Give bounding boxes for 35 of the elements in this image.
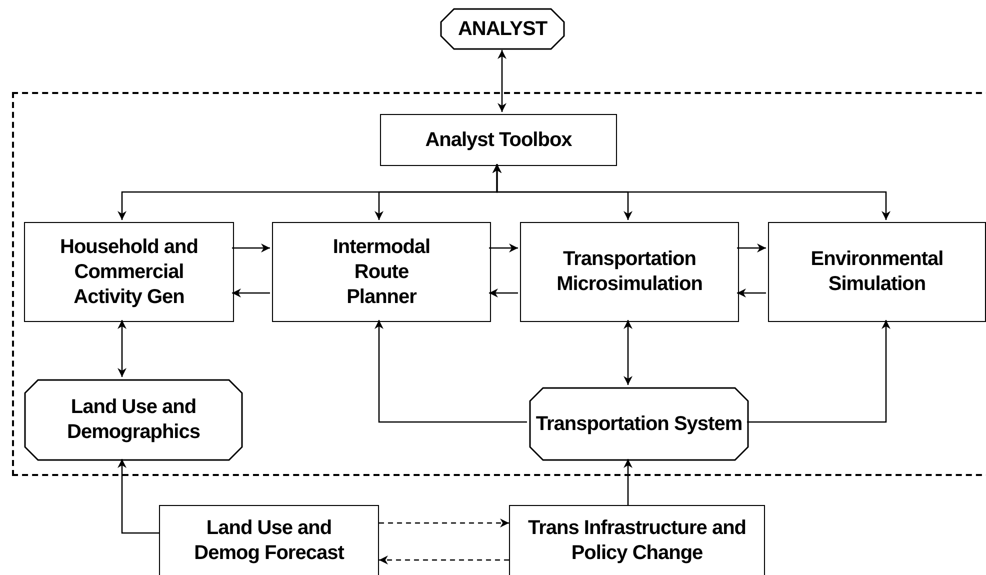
dashed-arrow [379,518,509,528]
process-box [520,222,739,322]
process-box [380,114,617,166]
arrow [624,320,632,385]
process-box [509,505,765,575]
arrow [118,320,126,377]
arrow [492,164,890,220]
arrow [489,288,518,298]
node-label: Environmental Simulation [810,247,944,297]
node-label: Transportation Microsimulation [556,247,704,297]
process-box [159,505,379,575]
arrow [737,288,766,298]
process-box [272,222,491,322]
arrow [747,320,890,423]
dashed-boundary [12,92,986,476]
node-label: Land Use and Demog Forecast [193,516,346,566]
arrow [498,50,506,112]
node-label: Household and Commercial Activity Gen [59,234,199,310]
process-box [768,222,986,322]
arrow [232,244,270,252]
node-label: Transportation System [536,412,742,436]
node-label: Analyst Toolbox [425,128,572,152]
arrow [374,320,527,423]
arrow [489,244,518,252]
node-label: Land Use and Demographics [66,395,201,445]
arrow [624,459,632,505]
arrow [737,244,766,252]
arrow [118,459,159,534]
arrow [232,288,270,298]
dashed-arrow [379,556,509,564]
node-label: Trans Infrastructure and Policy Change [526,516,748,566]
process-box [24,222,234,322]
node-label: ANALYST [458,16,548,42]
octagon-node [440,8,565,50]
node-label: Intermodal Route Planner [332,234,432,310]
